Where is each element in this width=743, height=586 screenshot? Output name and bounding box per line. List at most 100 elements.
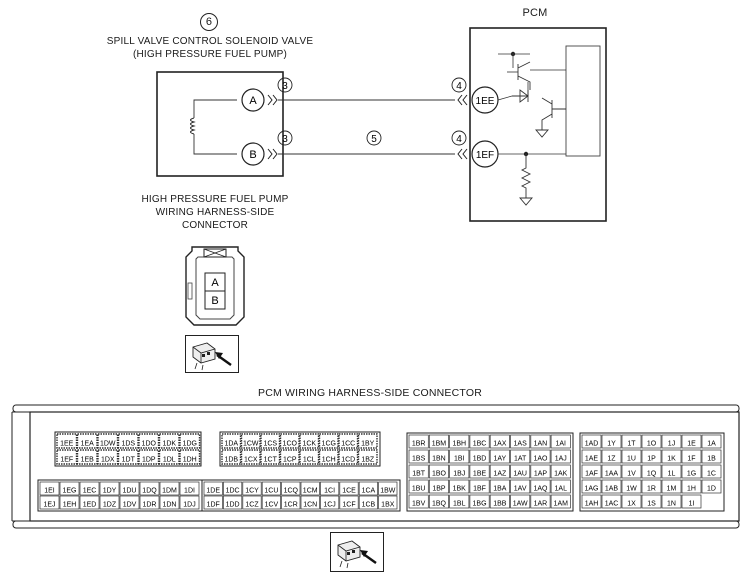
coil-wire-top	[193, 99, 237, 118]
connector-pin-label: 1BP	[432, 486, 446, 493]
connector-pin-cell	[159, 495, 180, 510]
connector-pin-label: 1CH	[322, 457, 336, 464]
connector-pin-label: 1Z	[607, 456, 616, 463]
connector-pin-label: 1AJ	[555, 456, 567, 463]
connector-pin-cell	[281, 495, 301, 510]
connector-pin-cell	[179, 481, 200, 496]
connector-pin-cell	[581, 464, 602, 479]
circuit-schematic: A B 1EE 1EF 3 3 4 4 5	[156, 27, 607, 222]
component-title-line1: SPILL VALVE CONTROL SOLENOID VALVE	[106, 36, 314, 47]
connector-pin-label: 1AR	[534, 501, 548, 508]
connector-pin-label: 1AC	[605, 501, 619, 508]
connector-pin-cell	[621, 479, 642, 494]
connector-pin-label: 1CF	[342, 502, 355, 509]
connector-pin-cell	[119, 495, 140, 510]
connector-pin-label: 1CU	[264, 488, 278, 495]
coil-wire-bottom	[193, 134, 237, 155]
connector-pin-label: 1CG	[322, 441, 336, 448]
connector-pin-label: 1EJ	[43, 502, 55, 509]
connector-pin-cell	[408, 464, 429, 479]
wire-callout-label: 4	[456, 134, 462, 145]
connector-pin-cell	[408, 449, 429, 464]
connector-pin-cell	[158, 449, 180, 465]
connector-pin-cell	[530, 479, 551, 494]
connector-pin-label: 1CE	[342, 488, 356, 495]
connector-pin-label: 1AL	[555, 486, 568, 493]
connector-pin-cell	[530, 494, 551, 509]
connector-pin-label: 1J	[668, 441, 675, 448]
connector-pin-cell	[408, 494, 429, 509]
connector-pin-cell	[221, 449, 242, 465]
connector-pin-label: 1CP	[283, 457, 297, 464]
wire-callout-circle	[277, 77, 293, 93]
connector-pin-cell	[378, 481, 398, 496]
connector-pin-cell	[299, 433, 320, 449]
connector-pin-cell	[261, 495, 281, 510]
connector-pin-label: 1BN	[432, 456, 446, 463]
pcm-terminal-1ee-label: 1EE	[476, 96, 495, 107]
connector-pin-cell	[203, 495, 223, 510]
connector-pin-cell	[489, 494, 510, 509]
component-title-line2: (HIGH PRESSURE FUEL PUMP)	[132, 49, 288, 60]
wire-callout-label: 4	[456, 81, 462, 92]
pump-connector-pin-a: A	[211, 277, 219, 289]
connector-pin-label: 1BW	[380, 488, 396, 495]
connector-pin-label: 1CW	[243, 441, 259, 448]
connector-pin-cell	[76, 433, 98, 449]
connector-pin-cell	[358, 495, 378, 510]
pin-block-frame	[54, 431, 202, 467]
connector-pin-cell	[357, 449, 378, 465]
connector-pin-cell	[621, 449, 642, 464]
connector-pin-label: 1DN	[162, 502, 176, 509]
connector-pin-label: 1BA	[493, 486, 507, 493]
connector-pin-label: 1DT	[122, 457, 136, 464]
connector-pin-label: 1EG	[62, 488, 76, 495]
connector-pin-cell	[510, 479, 531, 494]
view-direction-icon	[185, 335, 239, 373]
connector-pin-label: 1AF	[585, 471, 598, 478]
connector-pin-label: 1DA	[224, 441, 238, 448]
connector-pin-label: 1H	[687, 486, 696, 493]
connector-pin-label: 1CL	[303, 457, 316, 464]
connector-pin-cell	[76, 449, 98, 465]
connector-pin-cell	[489, 464, 510, 479]
pin-block-frame	[579, 432, 725, 512]
connector-pin-cell	[281, 481, 301, 496]
connector-pin-cell	[681, 449, 702, 464]
connector-pin-cell	[339, 495, 359, 510]
connector-pin-label: 1L	[668, 471, 676, 478]
connector-pin-label: 1N	[667, 501, 676, 508]
wire-callout-label: 5	[371, 134, 377, 145]
connector-pin-label: 1DP	[142, 457, 156, 464]
connector-pin-cell	[469, 449, 490, 464]
connector-pin-cell	[318, 449, 339, 465]
connector-pin-label: 1AS	[514, 441, 528, 448]
connector-pin-cell	[621, 434, 642, 449]
connector-pin-cell	[56, 449, 78, 465]
connector-pin-cell	[469, 434, 490, 449]
connector-pin-label: 1AD	[585, 441, 599, 448]
connector-pin-label: 1CD	[341, 457, 355, 464]
connector-pin-label: 1CR	[284, 502, 298, 509]
connector-pin-cell	[138, 433, 160, 449]
connector-pin-cell	[119, 481, 140, 496]
connector-pin-cell	[469, 464, 490, 479]
connector-pin-cell	[530, 449, 551, 464]
connector-pin-cell	[701, 449, 722, 464]
connector-pin-label: 1AH	[585, 501, 599, 508]
connector-pin-label: 1BB	[493, 501, 507, 508]
connector-pin-cell	[510, 494, 531, 509]
connector-pin-label: 1CI	[324, 488, 335, 495]
connector-pin-cell	[318, 433, 339, 449]
connector-pin-label: 1DG	[183, 441, 197, 448]
connector-pin-label: 1R	[647, 486, 656, 493]
connector-pin-cell	[240, 449, 261, 465]
connector-pin-label: 1BG	[473, 501, 487, 508]
connector-pin-cell	[581, 494, 602, 509]
connector-pin-cell	[581, 449, 602, 464]
connector-pin-label: 1AW	[513, 501, 528, 508]
connector-pin-label: 1DF	[207, 502, 220, 509]
connector-pin-cell	[550, 464, 571, 479]
connector-pin-label: 1BC	[473, 441, 487, 448]
